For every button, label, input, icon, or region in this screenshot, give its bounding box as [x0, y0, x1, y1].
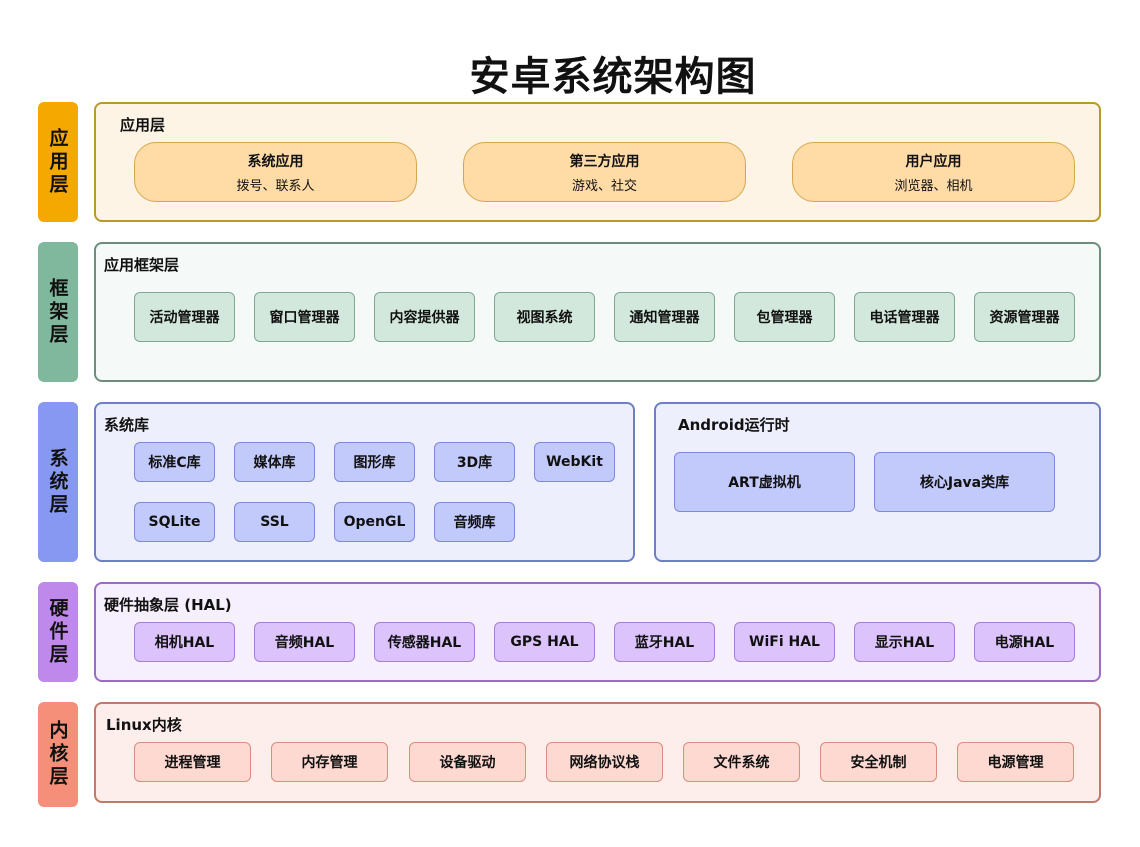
hal-item: 电源HAL	[974, 622, 1075, 662]
kernel-item: 进程管理	[134, 742, 251, 782]
app-desc: 游戏、社交	[571, 178, 637, 194]
app-system-apps: 系统应用 拨号、联系人	[134, 142, 417, 202]
system-lib-item: SSL	[234, 502, 315, 542]
system-lib-item: 音频库	[434, 502, 515, 542]
kernel-item: 电源管理	[957, 742, 1074, 782]
app-name: 第三方应用	[569, 153, 640, 170]
side-label-system: 系统层	[38, 402, 78, 562]
hal-item: GPS HAL	[494, 622, 595, 662]
framework-layer-title: 应用框架层	[104, 256, 180, 274]
hal-layer-title: 硬件抽象层 (HAL)	[104, 596, 232, 614]
kernel-item: 设备驱动	[409, 742, 526, 782]
app-third-party-apps: 第三方应用 游戏、社交	[463, 142, 746, 202]
diagram-title: 安卓系统架构图	[469, 54, 757, 100]
hal-item: 传感器HAL	[374, 622, 475, 662]
framework-item: 视图系统	[494, 292, 595, 342]
app-name: 用户应用	[905, 153, 962, 170]
system-lib-item: SQLite	[134, 502, 215, 542]
hal-item: 音频HAL	[254, 622, 355, 662]
hal-item: 显示HAL	[854, 622, 955, 662]
side-label-kernel: 内核层	[38, 702, 78, 807]
system-lib-item: 媒体库	[234, 442, 315, 482]
app-user-apps: 用户应用 浏览器、相机	[792, 142, 1075, 202]
hal-item: 相机HAL	[134, 622, 235, 662]
system-lib-item: OpenGL	[334, 502, 415, 542]
runtime-item-core-java: 核心Java类库	[874, 452, 1055, 512]
framework-item: 包管理器	[734, 292, 835, 342]
framework-item: 电话管理器	[854, 292, 955, 342]
side-label-hardware: 硬件层	[38, 582, 78, 682]
kernel-item: 安全机制	[820, 742, 937, 782]
app-layer-title: 应用层	[120, 116, 166, 134]
framework-item: 资源管理器	[974, 292, 1075, 342]
system-lib-item: 图形库	[334, 442, 415, 482]
side-label-framework: 框架层	[38, 242, 78, 382]
app-desc: 拨号、联系人	[236, 178, 315, 194]
framework-item: 窗口管理器	[254, 292, 355, 342]
framework-item: 活动管理器	[134, 292, 235, 342]
side-label-app: 应用层	[38, 102, 78, 222]
framework-item: 内容提供器	[374, 292, 475, 342]
runtime-item-art: ART虚拟机	[674, 452, 855, 512]
android-runtime-title: Android运行时	[678, 416, 790, 434]
kernel-item: 内存管理	[271, 742, 388, 782]
system-lib-item: WebKit	[534, 442, 615, 482]
app-desc: 浏览器、相机	[894, 178, 973, 194]
app-name: 系统应用	[247, 153, 304, 170]
framework-item: 通知管理器	[614, 292, 715, 342]
kernel-layer-title: Linux内核	[106, 716, 182, 734]
kernel-item: 网络协议栈	[546, 742, 663, 782]
hal-item: 蓝牙HAL	[614, 622, 715, 662]
kernel-item: 文件系统	[683, 742, 800, 782]
hal-item: WiFi HAL	[734, 622, 835, 662]
system-lib-item: 标准C库	[134, 442, 215, 482]
system-libs-title: 系统库	[104, 416, 150, 434]
system-lib-item: 3D库	[434, 442, 515, 482]
